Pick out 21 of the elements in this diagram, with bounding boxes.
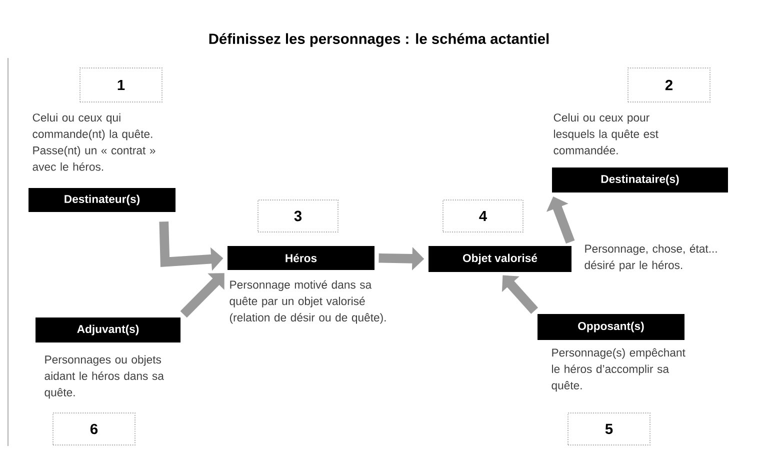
description-text: Personnage(s) empêchant le héros d’accomplir sa quête.	[552, 348, 686, 392]
description-text: Personnages ou objets aidant le héros dans sa quête.	[44, 355, 164, 399]
block-arrow	[502, 275, 538, 314]
number-box: 2	[628, 68, 710, 102]
number-box: 1	[80, 68, 162, 102]
role-box: Adjuvant(s)	[36, 318, 180, 342]
role-box: Opposant(s)	[538, 314, 684, 340]
role-box: Destinataire(s)	[552, 168, 728, 192]
role-box: Destinateur(s)	[28, 188, 176, 212]
description-text: Celui ou ceux pour lesquels la quête est commandée.	[554, 113, 658, 154]
role-box: Héros	[228, 246, 374, 270]
description-text: Personnage, chose, état... désiré par le héros.	[584, 244, 717, 272]
title: Définissez les personnages : le schéma actantiel	[209, 33, 549, 47]
role-box: Objet valorisé	[428, 246, 572, 272]
number-box: 5	[568, 412, 650, 446]
description-text: Personnage motivé dans sa quête par un objet valorisé (relation de désir ou de quête).	[230, 280, 386, 324]
block-arrow	[180, 273, 224, 318]
number-box: 4	[442, 200, 524, 232]
description-text: Celui ou ceux qui commande(nt) la quête. Passe(nt) un « contrat » avec le héros.	[32, 113, 156, 171]
number-box: 3	[258, 200, 338, 232]
number-box: 6	[52, 412, 136, 446]
